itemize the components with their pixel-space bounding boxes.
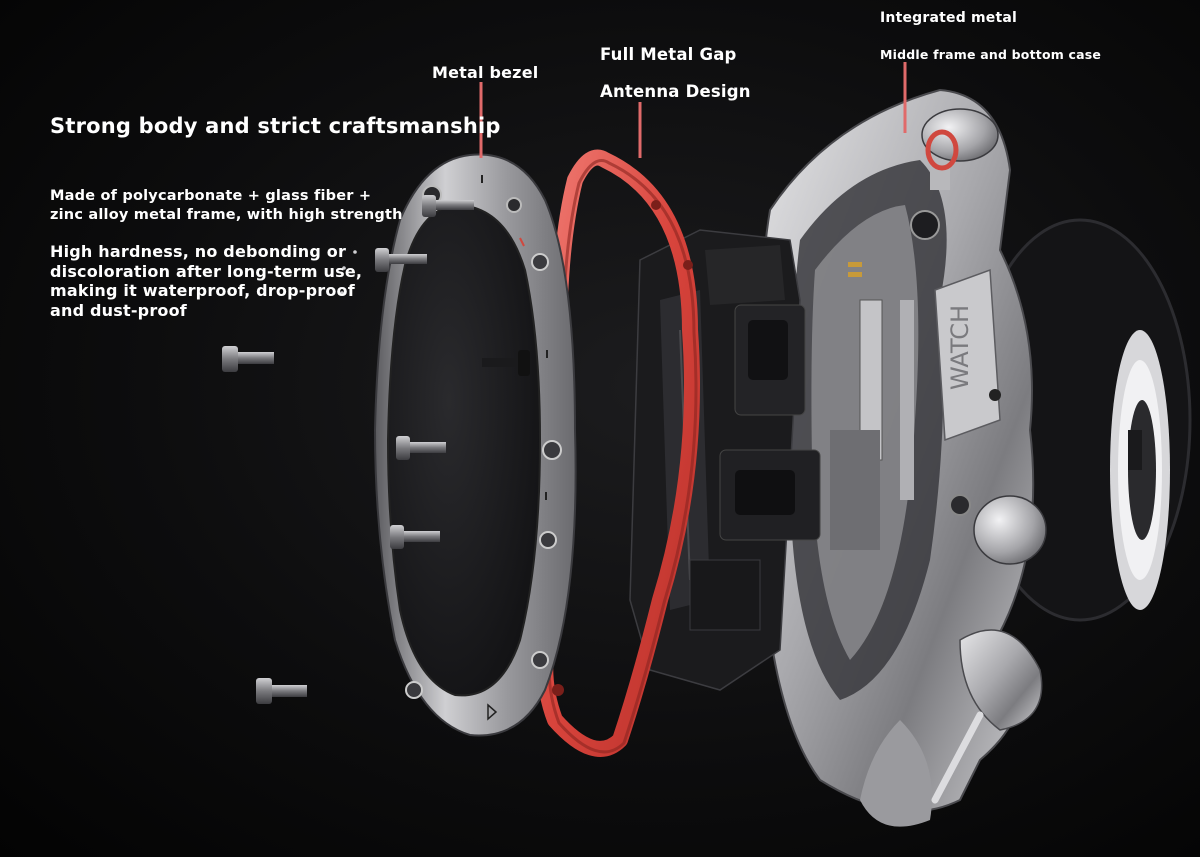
screw bbox=[422, 195, 474, 217]
screw bbox=[375, 248, 427, 272]
bullet-dots bbox=[340, 250, 357, 295]
durability-description-line: making it waterproof, drop-proof bbox=[50, 281, 355, 300]
material-description-line: Made of polycarbonate + glass fiber + bbox=[50, 188, 372, 204]
callout-lines bbox=[479, 62, 907, 158]
antenna-design-label: Antenna Design bbox=[600, 82, 751, 101]
integrated-metal-label: Integrated metal bbox=[880, 10, 1018, 26]
middle-frame-label: Middle frame and bottom case bbox=[880, 47, 1102, 62]
screw bbox=[256, 678, 307, 704]
screw bbox=[482, 350, 530, 376]
middle-frame: WATCH bbox=[757, 88, 1047, 827]
screw bbox=[222, 346, 274, 372]
durability-description: High hardness, no debonding or discolora… bbox=[50, 242, 362, 320]
screws bbox=[222, 195, 530, 704]
material-description: Made of polycarbonate + glass fiber + zi… bbox=[50, 187, 403, 225]
headline: Strong body and strict craftsmanship bbox=[50, 114, 501, 138]
durability-description-line: and dust-proof bbox=[50, 300, 187, 320]
screw bbox=[390, 525, 440, 549]
full-metal-gap-label: Full Metal Gap bbox=[600, 45, 737, 64]
metal-bezel bbox=[373, 153, 577, 737]
durability-description-line: discoloration after long-term use, bbox=[50, 261, 363, 281]
engraved-watch-text: WATCH bbox=[946, 305, 974, 390]
material-description-line: zinc alloy metal frame, with high streng… bbox=[50, 207, 403, 223]
screw bbox=[396, 436, 446, 460]
antenna-ring bbox=[537, 149, 700, 757]
metal-bezel-label: Metal bezel bbox=[432, 63, 539, 82]
durability-description-line: High hardness, no debonding or bbox=[50, 242, 347, 261]
